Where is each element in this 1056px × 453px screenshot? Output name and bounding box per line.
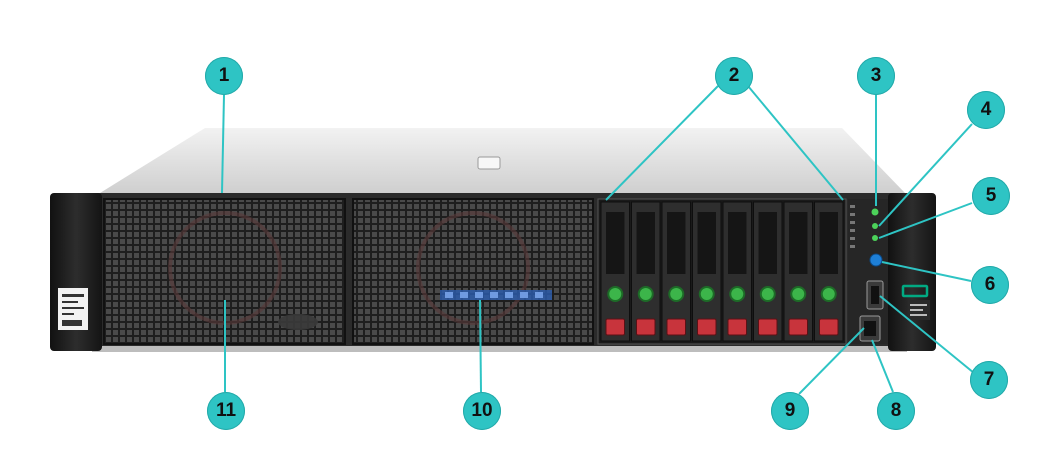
callout-10: 10 <box>463 392 501 430</box>
callout-4: 4 <box>967 91 1005 129</box>
health-led <box>872 223 878 229</box>
drive-bay[interactable] <box>693 202 722 341</box>
drive-bay[interactable] <box>815 202 844 341</box>
drive-vent <box>667 212 686 274</box>
drive-release-button[interactable] <box>728 319 747 335</box>
drive-status-led <box>669 287 683 301</box>
drive-bay[interactable] <box>601 202 630 341</box>
drive-release-button[interactable] <box>637 319 656 335</box>
uid-button-icon[interactable] <box>870 254 882 266</box>
callout-1: 1 <box>205 57 243 95</box>
drive-status-led <box>608 287 622 301</box>
fan-hub-left <box>278 314 318 330</box>
drive-vent <box>820 212 839 274</box>
callout-11: 11 <box>207 392 245 430</box>
callout-7: 7 <box>970 361 1008 399</box>
drive-release-button[interactable] <box>606 319 625 335</box>
drive-status-led <box>700 287 714 301</box>
drive-bay[interactable] <box>754 202 783 341</box>
drive-bay[interactable] <box>784 202 813 341</box>
drive-bay[interactable] <box>662 202 691 341</box>
control-panel <box>848 199 888 344</box>
nic-status-led <box>872 235 878 241</box>
drive-vent <box>637 212 656 274</box>
power-button[interactable] <box>872 209 879 216</box>
drive-vent <box>606 212 625 274</box>
callout-3: 3 <box>857 57 895 95</box>
drive-vent <box>728 212 747 274</box>
chassis-top-cover <box>100 128 905 193</box>
drive-bay[interactable] <box>723 202 752 341</box>
callout-6: 6 <box>971 266 1009 304</box>
fan-grille-blue-label <box>440 290 552 300</box>
drive-status-led <box>822 287 836 301</box>
chassis-bottom-lip <box>92 346 907 352</box>
drive-release-button[interactable] <box>789 319 808 335</box>
drive-vent <box>759 212 778 274</box>
drive-vent <box>789 212 808 274</box>
callout-8: 8 <box>877 392 915 430</box>
drive-status-led <box>791 287 805 301</box>
drive-status-led <box>761 287 775 301</box>
callout-5: 5 <box>972 177 1010 215</box>
drive-release-button[interactable] <box>759 319 778 335</box>
drive-release-button[interactable] <box>820 319 839 335</box>
drive-vent <box>698 212 717 274</box>
callout-2: 2 <box>715 57 753 95</box>
top-cover-latch <box>478 157 500 169</box>
leader-line-10 <box>480 300 481 392</box>
drive-status-led <box>730 287 744 301</box>
drive-release-button[interactable] <box>667 319 686 335</box>
drive-release-button[interactable] <box>698 319 717 335</box>
callout-9: 9 <box>771 392 809 430</box>
drive-bay[interactable] <box>632 202 661 341</box>
drive-status-led <box>639 287 653 301</box>
